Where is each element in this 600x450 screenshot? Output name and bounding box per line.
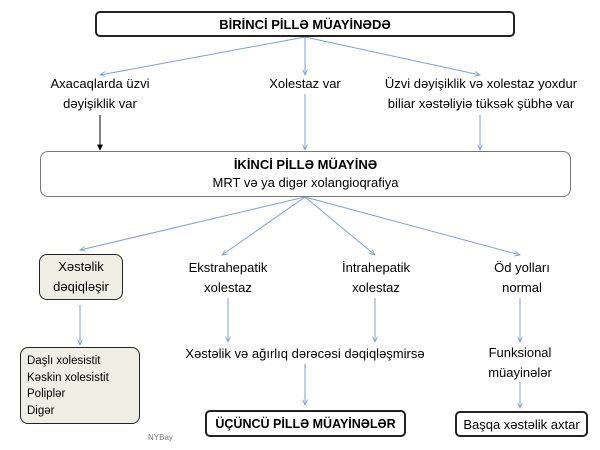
disease-item: Kəskin xolesistit <box>27 371 109 384</box>
confirmed-label: Xəstəlik dəqiqləşir <box>53 259 109 294</box>
branch-right-label: Üzvi dəyişiklik və xolestaz yoxdur bilia… <box>384 76 578 111</box>
branch-left-label: Axacaqlarda üzvi dəyişiklik var <box>50 76 150 111</box>
arrow-stage2-extrahepatic <box>222 196 306 255</box>
watermark-text: NYBay <box>148 433 173 442</box>
disease-list-box: Daşlı xolesistit Kəskin xolesistit Polip… <box>20 347 140 424</box>
stage1-box: BİRİNCİ PİLLƏ MÜAYİNƏDƏ <box>95 11 515 37</box>
unclear-label: Xəstəlik və ağırlıq dərəcəsi dəqiqləşmir… <box>185 346 425 361</box>
stage2-title: İKİNCİ PİLLƏ MÜAYİNƏ <box>233 157 378 172</box>
arrow-stage1-right <box>304 36 480 75</box>
disease-item: Daşlı xolesistit <box>27 355 101 367</box>
arrow-stage2-confirmed <box>80 196 306 250</box>
stage2-box: İKİNCİ PİLLƏ MÜAYİNƏ MRT və ya digər xol… <box>40 151 571 197</box>
disease-item: Digər <box>27 404 55 417</box>
extrahepatic-label: Ekstrahepatik xolestaz <box>188 260 268 295</box>
stage1-title: BİRİNCİ PİLLƏ MÜAYİNƏDƏ <box>219 17 391 32</box>
arrow-stage1-left <box>100 36 306 75</box>
other-label: Başqa xəstəlik axtar <box>463 417 580 432</box>
other-box: Başqa xəstəlik axtar <box>455 411 588 437</box>
arrow-stage2-intrahepatic <box>304 196 375 255</box>
functional-label: Funksional müayinələr <box>488 345 552 380</box>
disease-list: Daşlı xolesistit Kəskin xolesistit Polip… <box>27 353 109 419</box>
stage3-box: ÜÇÜNCÜ PİLLƏ MÜAYİNƏLƏR <box>205 410 406 437</box>
arrow-stage2-normal <box>304 196 520 255</box>
intrahepatic-label: İntrahepatik xolestaz <box>342 260 410 295</box>
branch-middle-label: Xolestaz var <box>269 76 341 91</box>
disease-item: Poliplər <box>27 388 66 400</box>
normal-label: Öd yolları normal <box>494 260 550 295</box>
stage3-title: ÜÇÜNCÜ PİLLƏ MÜAYİNƏLƏR <box>215 417 396 431</box>
stage2-subtitle: MRT və ya digər xolangioqrafiya <box>212 175 399 190</box>
confirmed-box: Xəstəlik dəqiqləşir <box>39 254 123 300</box>
